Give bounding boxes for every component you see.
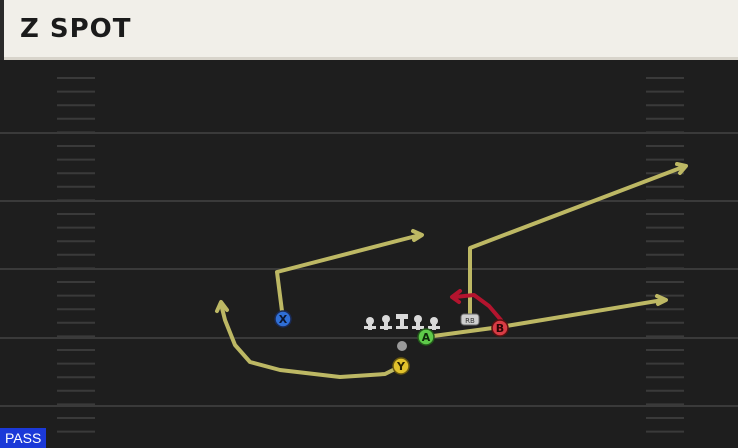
lineman-rg [412, 315, 424, 330]
lineman-lg [380, 315, 392, 330]
player-a-label: A [422, 331, 431, 344]
block-arrow [450, 289, 462, 304]
y-route-arrow [215, 300, 229, 313]
lineman-lt [364, 317, 376, 330]
play-header: Z SPOT [0, 0, 738, 60]
hash-marks [57, 77, 684, 433]
player-x: X [274, 310, 292, 328]
play-title: Z SPOT [20, 14, 132, 44]
play-field: RB X Y A B [0, 77, 738, 433]
player-b: B [491, 319, 509, 337]
y-route [219, 302, 403, 379]
header-edge [0, 0, 4, 60]
route-arrowheads [215, 162, 688, 313]
lineman-rt [428, 317, 440, 330]
offensive-line [364, 314, 440, 330]
x-route [275, 233, 422, 321]
quarterback-marker [397, 341, 407, 351]
player-y-label: Y [396, 360, 406, 373]
yard-lines [0, 132, 738, 407]
player-a: A [417, 328, 435, 346]
block-route [450, 289, 503, 322]
player-x-label: X [279, 313, 288, 326]
pass-badge: PASS [0, 428, 47, 448]
rb-route-arrow [675, 162, 688, 175]
x-route-arrow [411, 229, 424, 242]
routes [219, 165, 685, 379]
player-rb: RB [460, 313, 480, 326]
player-rb-label: RB [465, 317, 475, 325]
player-y: Y [392, 357, 410, 375]
player-b-label: B [496, 322, 504, 335]
b-route-arrow [655, 294, 668, 306]
lineman-c [396, 314, 408, 329]
